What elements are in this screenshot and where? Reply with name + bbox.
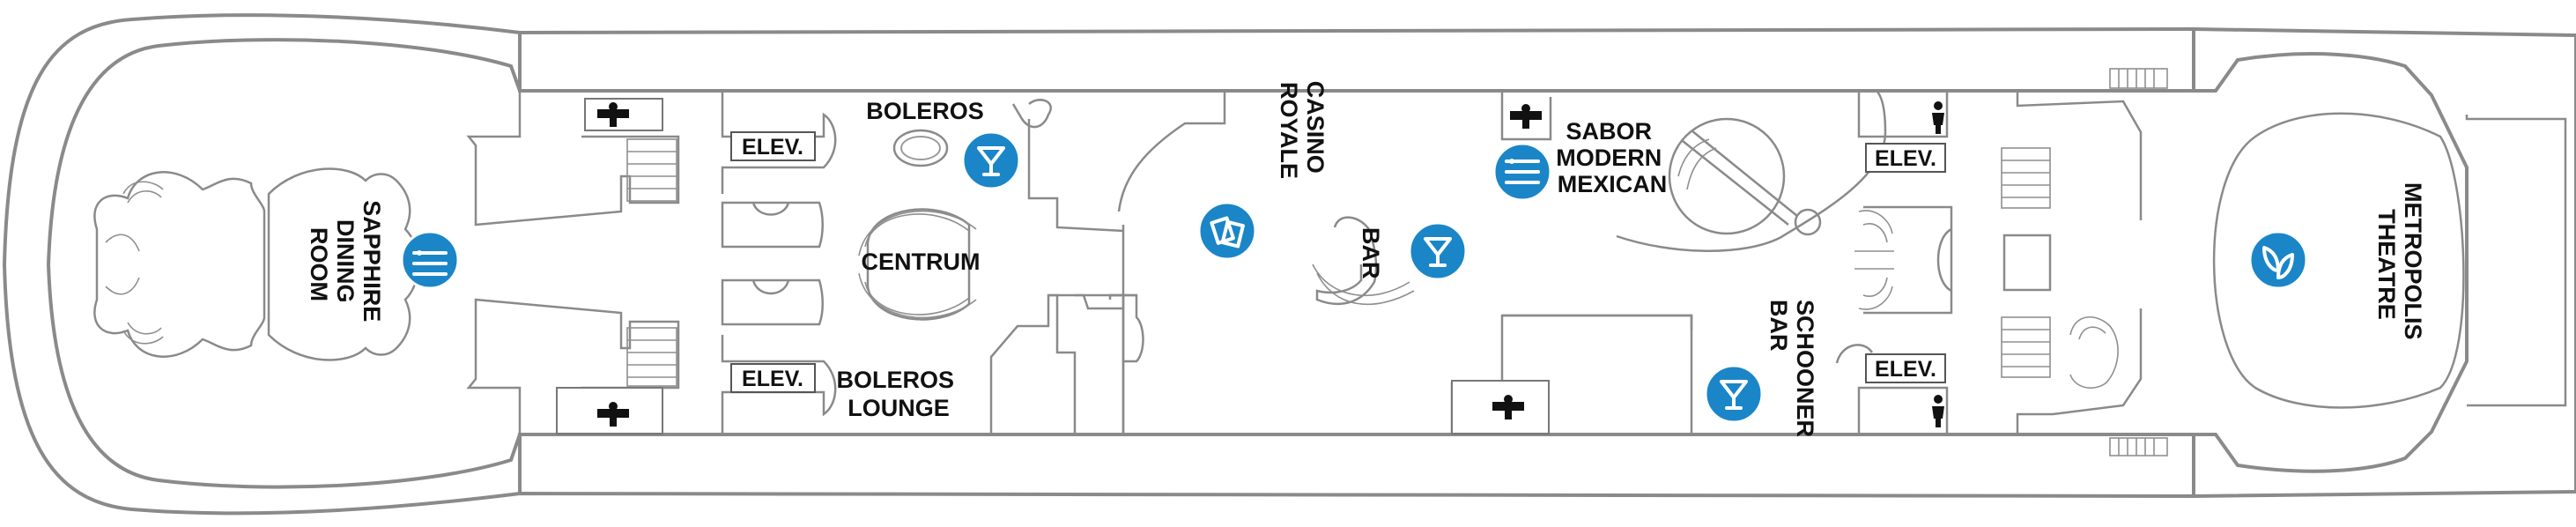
- restroom-icon: [1510, 104, 1542, 129]
- casino-area: [989, 91, 1226, 434]
- sabor-restaurant: [1500, 90, 1887, 252]
- bar-label: BAR: [1358, 227, 1384, 279]
- elevator-label: ELEV.: [1875, 146, 1936, 171]
- cocktail-icon: [961, 130, 1021, 190]
- sapphire-dining-room-label: SAPPHIRE DINING ROOM: [306, 200, 385, 329]
- restroom-icon: [597, 102, 629, 127]
- cocktail-icon: [1704, 364, 1764, 424]
- forward-side-stairs: [2109, 68, 2168, 456]
- forward-stair-lobby: [1835, 68, 2168, 456]
- centrum-label: CENTRUM: [862, 249, 981, 275]
- theatre-masks-icon: [2248, 230, 2308, 290]
- boleros-lounge-label: BOLEROS LOUNGE: [836, 367, 960, 421]
- metropolis-theatre-label: METROPOLIS THEATRE: [2373, 182, 2426, 346]
- forward-stair-steps: [2001, 147, 2051, 378]
- dining-icon: [400, 230, 460, 290]
- casino-royale-label: CASINO ROYALE: [1276, 81, 1329, 181]
- boleros-label: BOLEROS: [866, 98, 984, 124]
- mid-lower-rooms: [1450, 314, 1693, 434]
- forward-elevators-bottom: ELEV.: [1857, 353, 1949, 434]
- sapphire-dining-room-area: SAPPHIRE DINING ROOM: [93, 167, 420, 361]
- ship-hull: [2, 13, 2576, 516]
- elevator-label: ELEV.: [1875, 357, 1936, 382]
- restroom-icon: [597, 402, 629, 427]
- casino-cards-icon: [1197, 201, 1257, 261]
- aft-stair-steps: [626, 138, 677, 387]
- restroom-icon: [1932, 101, 1944, 134]
- aft-stairs: [105, 181, 164, 345]
- centrum-atrium: CENTRUM: [858, 208, 981, 321]
- aft-stair-lobby: [466, 91, 680, 434]
- schooner-bar-label: SCHOONER BAR: [1765, 300, 1818, 444]
- restroom-icon: [1932, 395, 1944, 427]
- forward-elevators-top: ELEV.: [1857, 91, 1949, 173]
- aft-elevators-bottom: ELEV.: [721, 335, 837, 434]
- restroom-icon: [1492, 395, 1524, 419]
- aft-elevators-top: ELEV.: [721, 91, 837, 194]
- cocktail-icon: [1408, 221, 1468, 281]
- sabor-label: SABOR MODERN MEXICAN: [1556, 118, 1669, 197]
- boleros-lounge-seating: [721, 129, 949, 326]
- elevator-label: ELEV.: [742, 367, 803, 391]
- dining-icon: [1492, 142, 1552, 202]
- boleros-bar-counter: [1011, 99, 1124, 233]
- central-bar-counter: [1312, 216, 1415, 306]
- elevator-label: ELEV.: [742, 135, 803, 160]
- metropolis-theatre: [2212, 112, 2465, 409]
